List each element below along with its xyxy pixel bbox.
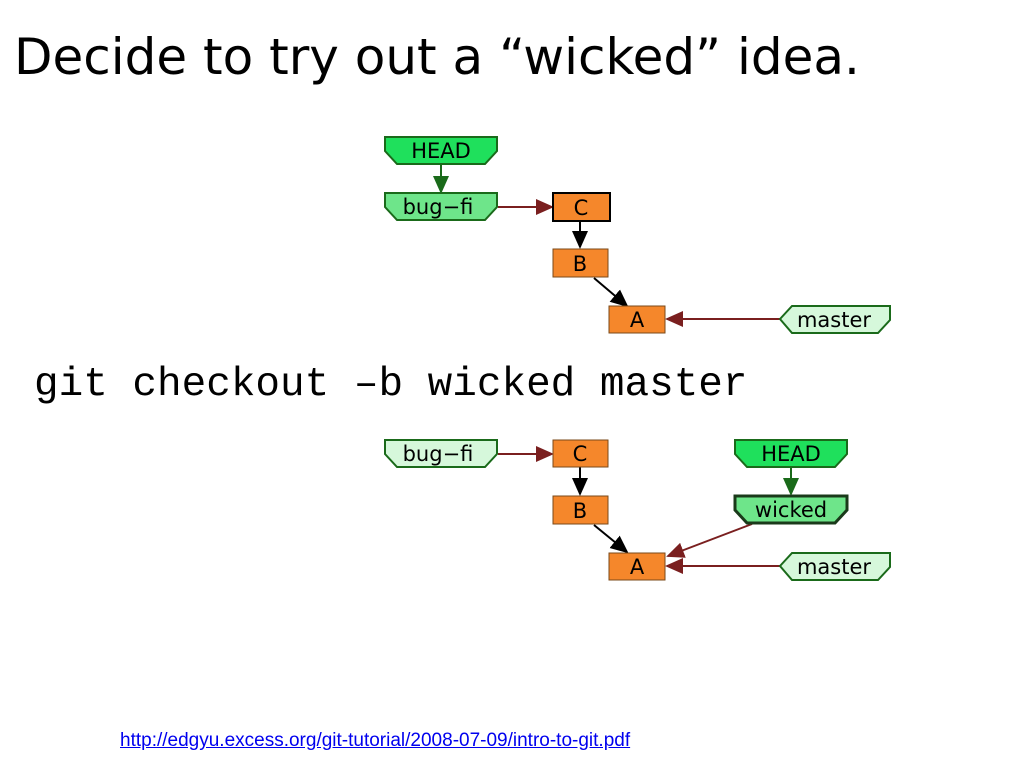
bugfix-ref: bug−fi	[384, 192, 498, 221]
commit-b-after: B	[552, 495, 609, 525]
commit-c-after: C	[552, 439, 609, 468]
commit-b: B	[552, 248, 609, 278]
master-ref: master	[778, 305, 891, 334]
master-ref-after: master	[778, 552, 891, 581]
git-command: git checkout –b wicked master	[34, 362, 748, 408]
head-ref-label-after: HEAD	[761, 442, 821, 466]
commit-a-label: A	[630, 308, 645, 332]
commit-a-label-after: A	[630, 555, 645, 579]
master-ref-label-after: master	[797, 555, 871, 579]
wicked-to-a-arrow	[666, 523, 753, 558]
commit-c-label-after: C	[573, 442, 588, 466]
commit-b-label: B	[573, 252, 587, 276]
master-ref-label: master	[797, 308, 871, 332]
commit-a: A	[608, 305, 666, 334]
bugfix-ref-label-after: bug−fi	[403, 442, 474, 466]
slide-title: Decide to try out a “wicked” idea.	[14, 28, 860, 86]
diagram-after: bug−fi C B A HEAD wicked master	[384, 439, 891, 581]
head-ref: HEAD	[384, 136, 498, 165]
wicked-ref-label: wicked	[755, 498, 827, 522]
head-ref-after: HEAD	[734, 439, 848, 468]
bugfix-ref-after: bug−fi	[384, 439, 498, 468]
b-to-a-arrow	[593, 277, 629, 308]
b-to-a-arrow-after	[593, 524, 629, 554]
source-link[interactable]: http://edgyu.excess.org/git-tutorial/200…	[120, 730, 631, 751]
commit-c: C	[552, 192, 611, 222]
head-ref-label: HEAD	[411, 139, 471, 163]
diagram-before: HEAD bug−fi C B A master	[384, 136, 891, 334]
commit-a-after: A	[608, 552, 666, 581]
bugfix-ref-label: bug−fi	[403, 195, 474, 219]
wicked-ref: wicked	[733, 494, 849, 525]
commit-b-label-after: B	[573, 499, 587, 523]
commit-c-label: C	[574, 196, 589, 220]
